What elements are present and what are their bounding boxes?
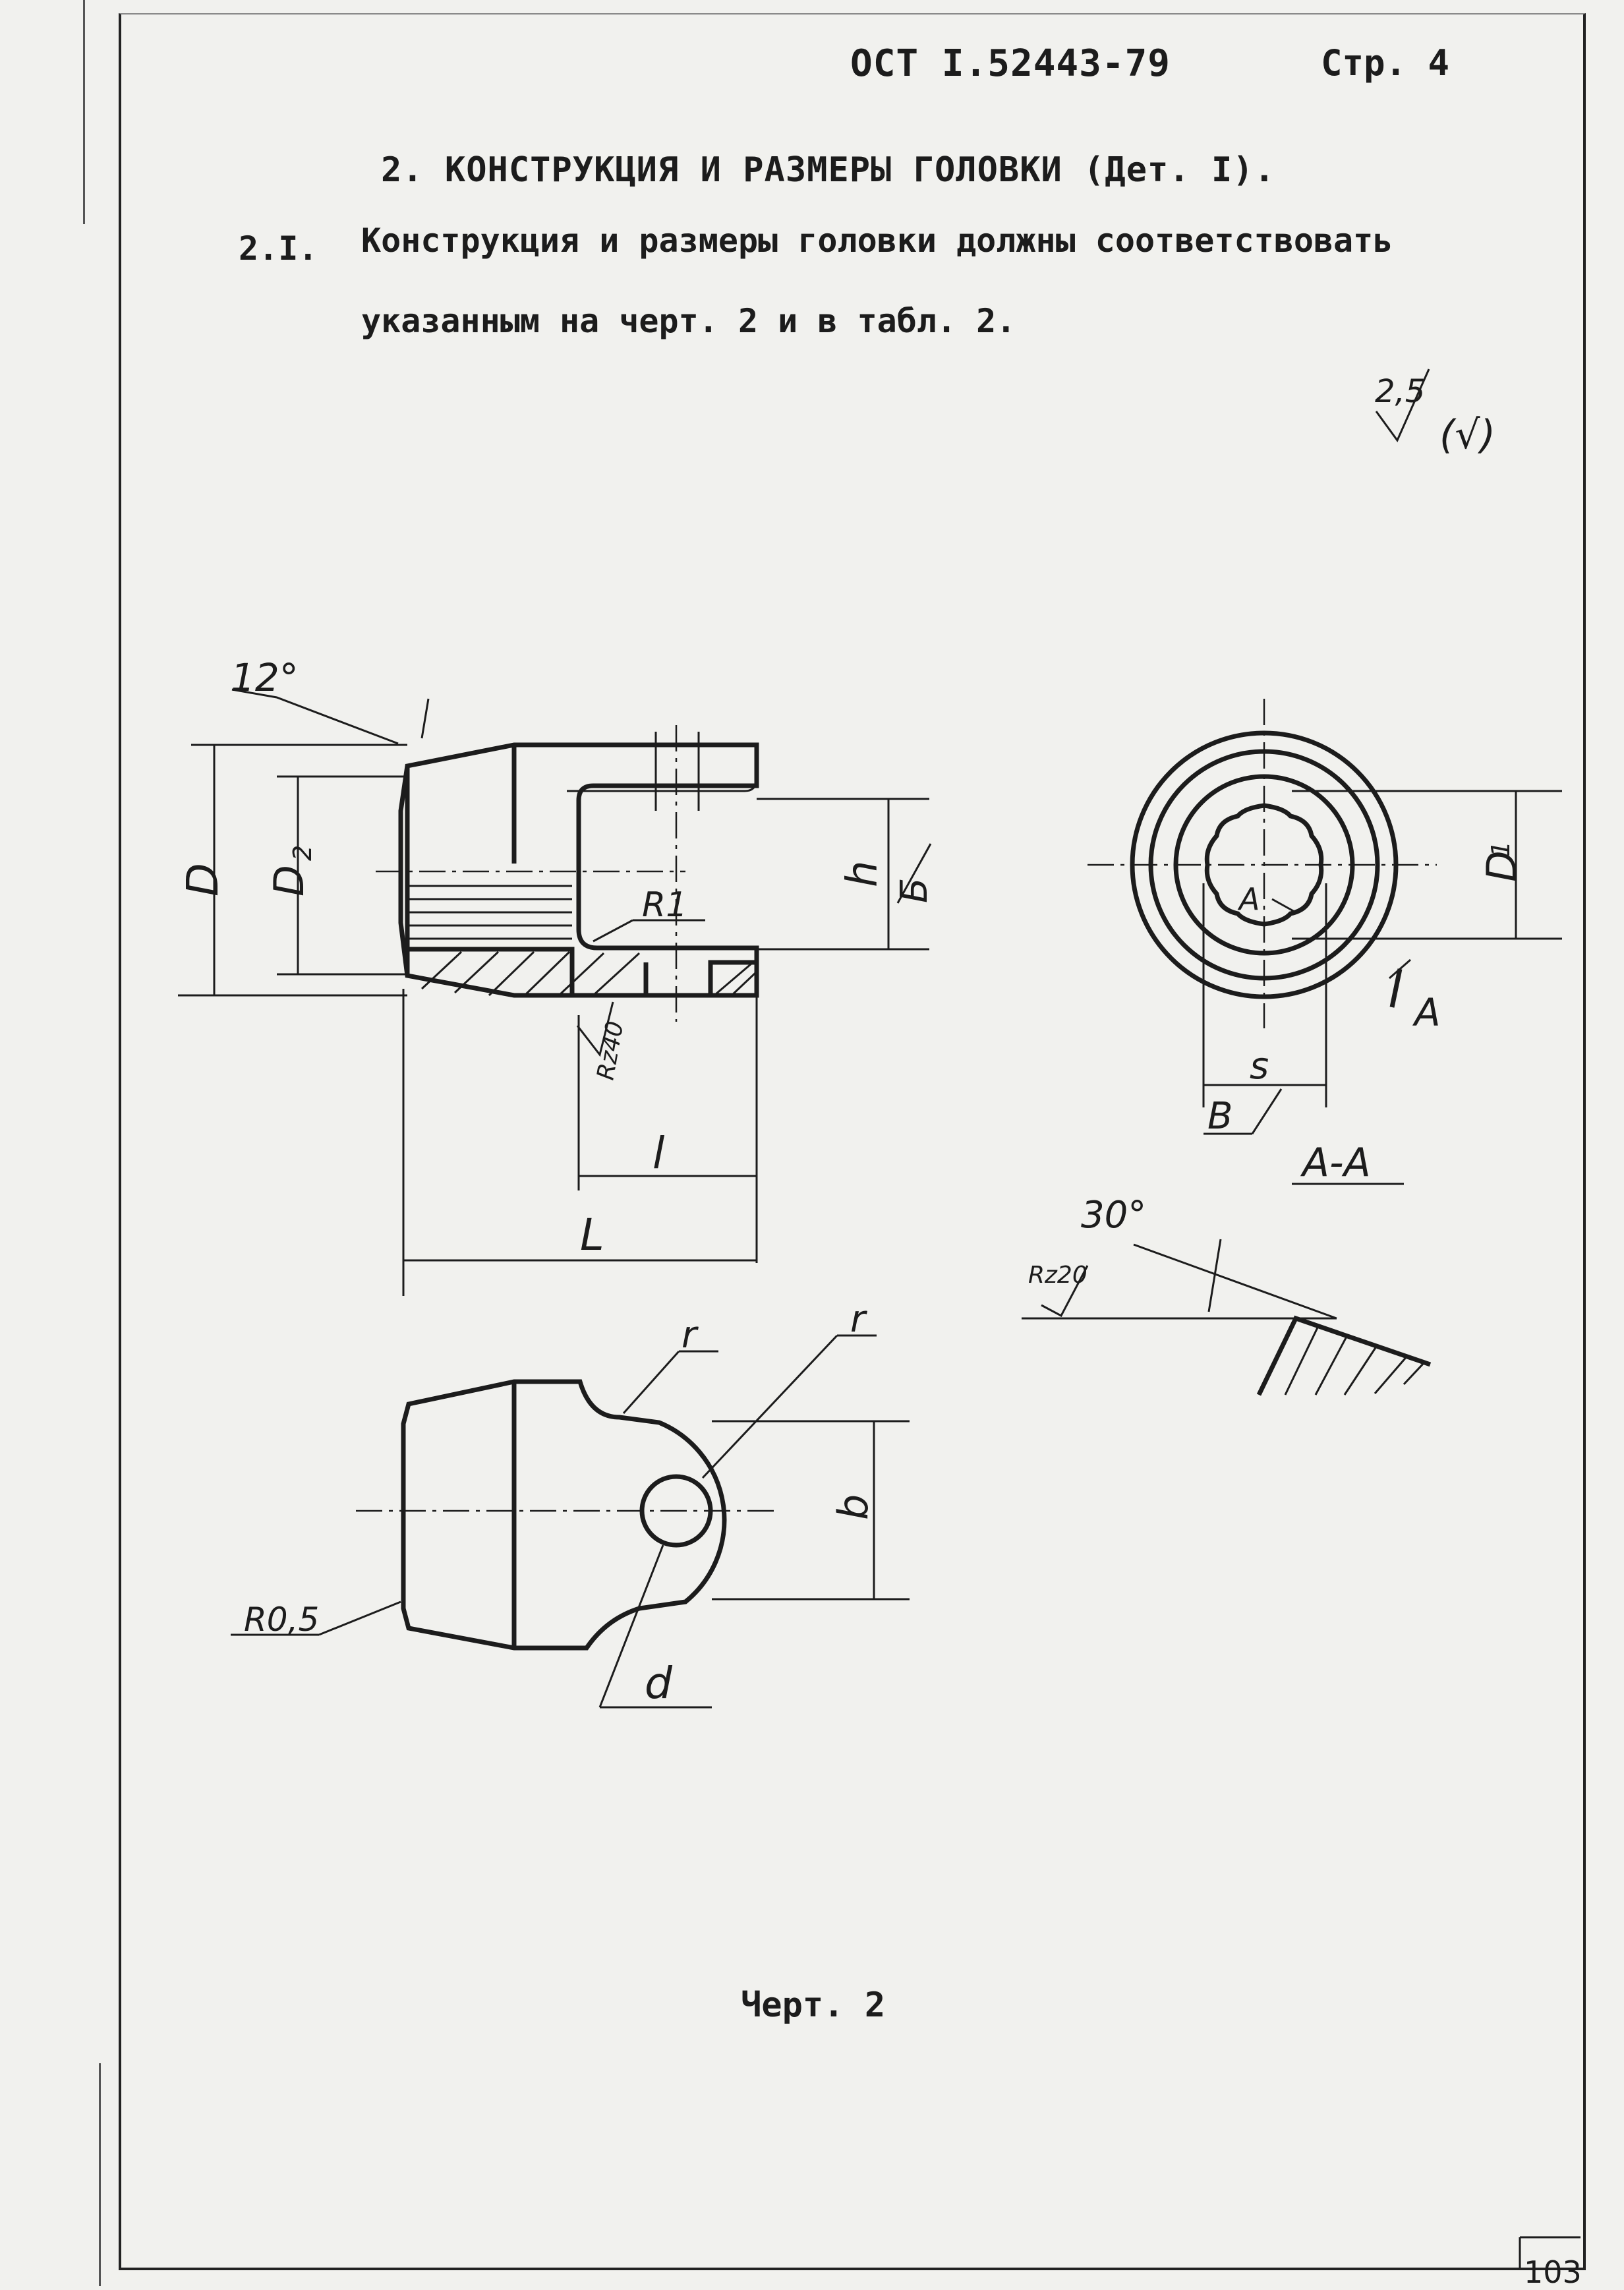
rz20-label: Rz20 xyxy=(1028,1262,1088,1289)
page-number: 103 xyxy=(1524,2254,1582,2290)
page-label: Стр. 4 xyxy=(1321,42,1450,84)
section-AA-label: А-А xyxy=(1300,1140,1371,1186)
dim-l-label: l xyxy=(652,1128,665,1179)
radius-R05-label: R0,5 xyxy=(244,1600,319,1639)
dim-D1-label: D xyxy=(1478,850,1526,882)
dim-D-label: D xyxy=(177,863,228,896)
chamfer-hatching xyxy=(1284,1326,1425,1395)
side-view: D D 2 12° h Б R1 Rz40 l L xyxy=(177,655,936,1296)
top-view: r r b d R0,5 xyxy=(231,1298,910,1709)
section-A-mark: A xyxy=(1412,990,1441,1035)
dim-B-cyr-label: Б xyxy=(893,878,936,903)
radius-r-label-1: r xyxy=(682,1314,699,1357)
dim-D2-label: D xyxy=(265,865,313,896)
dim-d-label: d xyxy=(645,1658,673,1709)
standard-code: ОСТ I.52443-79 xyxy=(850,42,1171,85)
dim-L-label: L xyxy=(580,1210,604,1260)
dim-B-lat-label: B xyxy=(1207,1095,1232,1138)
dim-h-label: h xyxy=(838,860,887,887)
angle-12-label: 12° xyxy=(231,655,299,700)
roughness-bracket-symbol: (√) xyxy=(1439,412,1495,458)
clause-text-line-2: указанным на черт. 2 и в табл. 2. xyxy=(361,302,1016,340)
angle-30-label: 30° xyxy=(1081,1194,1146,1237)
drawing-caption: Черт. 2 xyxy=(741,1985,886,2025)
dim-D2-subscript: 2 xyxy=(288,845,317,861)
clause-text-line-1: Конструкция и размеры головки должны соо… xyxy=(361,221,1393,260)
section-hatching xyxy=(420,951,757,997)
dim-D1-subscript: 1 xyxy=(1486,841,1515,857)
dim-s-label: s xyxy=(1250,1045,1269,1088)
radius-R1-label: R1 xyxy=(642,885,687,925)
page-frame xyxy=(119,13,1586,2270)
section-title: 2. КОНСТРУКЦИЯ И РАЗМЕРЫ ГОЛОВКИ (Дет. I… xyxy=(381,150,1275,190)
dim-b-label: b xyxy=(829,1494,877,1520)
roughness-symbol: 2,5 (√) xyxy=(1375,368,1495,458)
binding-line-top xyxy=(83,0,85,224)
view-A-inner-label: A xyxy=(1237,881,1260,917)
front-view: D 1 A A s B А-А xyxy=(1088,699,1562,1186)
binding-line-bottom xyxy=(99,2063,101,2286)
chamfer-detail: 30° Rz20 xyxy=(1022,1194,1432,1396)
rz40-label: Rz40 xyxy=(592,1019,629,1082)
clause-number: 2.I. xyxy=(239,229,318,268)
roughness-value: 2,5 xyxy=(1375,373,1425,410)
radius-r-label-2: r xyxy=(850,1298,867,1341)
